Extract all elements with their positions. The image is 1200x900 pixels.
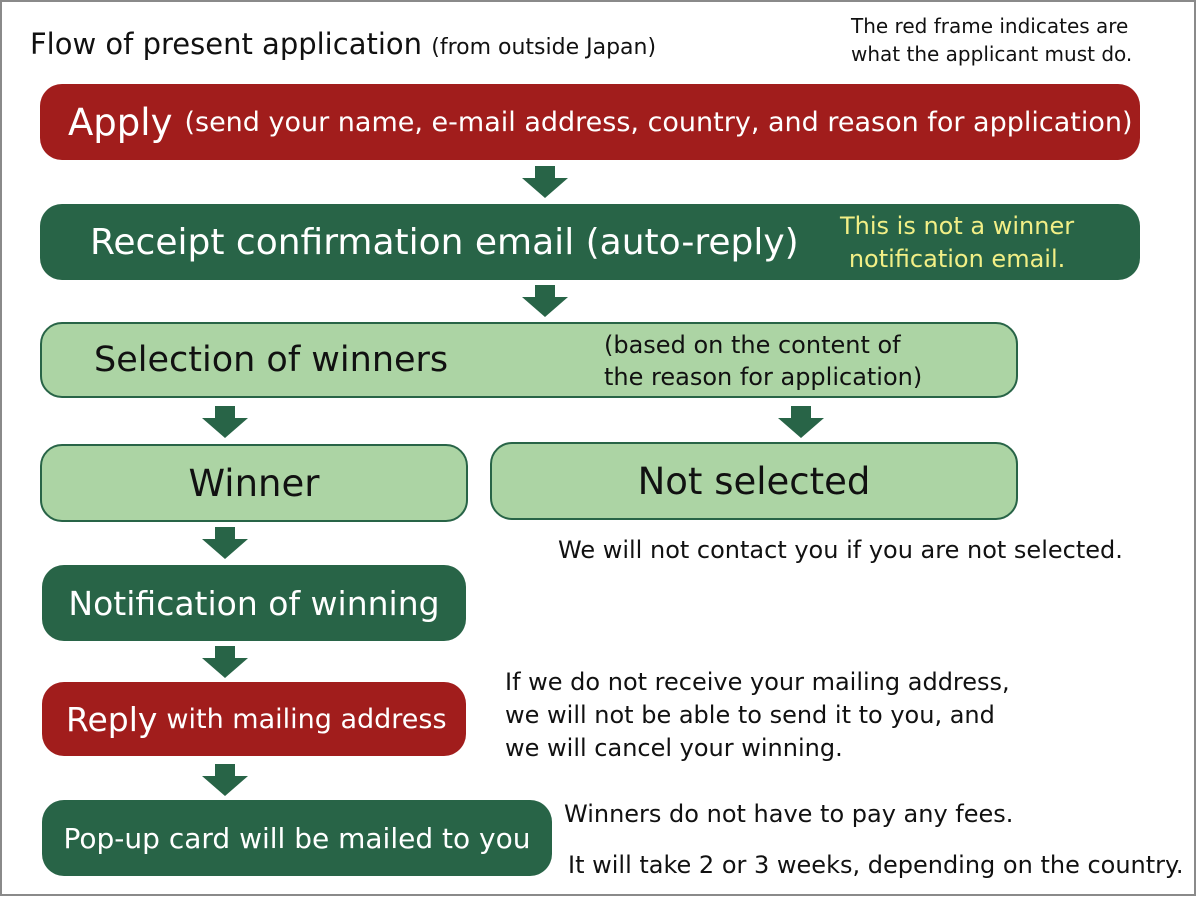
step-receipt-label: Receipt confirmation email (auto-reply) bbox=[90, 221, 799, 263]
step-winner: Winner bbox=[40, 444, 468, 522]
mailed-note-duration: It will take 2 or 3 weeks, depending on … bbox=[568, 851, 1184, 879]
step-notification: Notification of winning bbox=[42, 565, 466, 641]
step-apply-label: Apply bbox=[68, 100, 173, 144]
arrow-down-icon bbox=[202, 646, 248, 678]
step-reply: Reply with mailing address bbox=[42, 682, 466, 756]
step-winner-label: Winner bbox=[188, 461, 320, 505]
not-selected-note: We will not contact you if you are not s… bbox=[558, 536, 1123, 564]
reply-note-line-2: we will not be able to send it to you, a… bbox=[505, 701, 995, 729]
arrow-down-icon bbox=[202, 527, 248, 559]
receipt-note-line-1: This is not a winner bbox=[840, 212, 1075, 240]
step-reply-detail: with mailing address bbox=[166, 703, 447, 735]
reply-note-line-3: we will cancel your winning. bbox=[505, 734, 843, 762]
step-apply-detail: (send your name, e-mail address, country… bbox=[184, 106, 1133, 138]
selection-note-line-2: the reason for application) bbox=[604, 363, 923, 391]
arrow-down-icon bbox=[202, 764, 248, 796]
receipt-note: This is not a winner notification email. bbox=[840, 210, 1074, 276]
arrow-down-icon bbox=[778, 406, 824, 438]
page-title: Flow of present application (from outsid… bbox=[30, 24, 656, 68]
step-not-selected: Not selected bbox=[490, 442, 1018, 520]
legend-note-line-1: The red frame indicates are bbox=[851, 14, 1129, 38]
step-receipt: Receipt confirmation email (auto-reply) … bbox=[40, 204, 1140, 280]
step-not-selected-label: Not selected bbox=[637, 459, 871, 503]
arrow-down-icon bbox=[522, 285, 568, 317]
step-reply-label: Reply bbox=[66, 699, 158, 739]
step-selection: Selection of winners (based on the conte… bbox=[40, 322, 1018, 398]
title-suffix: (from outside Japan) bbox=[431, 35, 657, 60]
receipt-note-line-2: notification email. bbox=[848, 245, 1066, 273]
step-mailed: Pop-up card will be mailed to you bbox=[42, 800, 552, 876]
reply-note-line-1: If we do not receive your mailing addres… bbox=[505, 668, 1010, 696]
title-main: Flow of present application bbox=[30, 27, 423, 61]
legend-note-line-2: what the applicant must do. bbox=[851, 42, 1133, 66]
step-mailed-label: Pop-up card will be mailed to you bbox=[63, 821, 531, 855]
selection-note-line-1: (based on the content of bbox=[604, 331, 901, 359]
selection-note: (based on the content of the reason for … bbox=[604, 329, 922, 393]
step-notification-label: Notification of winning bbox=[68, 583, 440, 623]
arrow-down-icon bbox=[202, 406, 248, 438]
legend-note: The red frame indicates are what the app… bbox=[851, 12, 1132, 68]
step-apply: Apply (send your name, e-mail address, c… bbox=[40, 84, 1140, 160]
step-selection-label: Selection of winners bbox=[94, 340, 449, 380]
mailed-note-fees: Winners do not have to pay any fees. bbox=[564, 800, 1014, 828]
arrow-down-icon bbox=[522, 166, 568, 198]
